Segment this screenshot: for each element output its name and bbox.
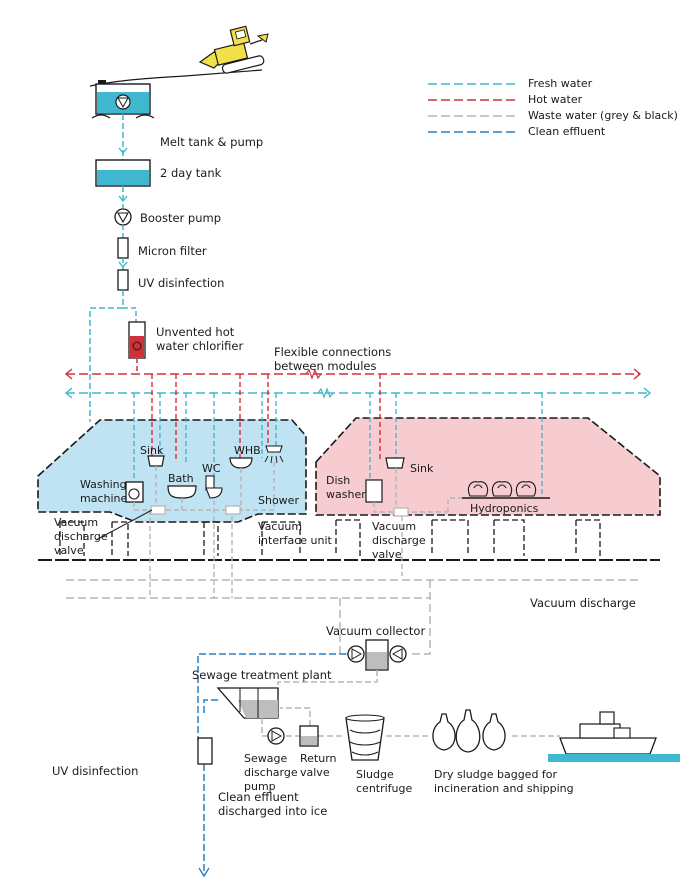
label-melt-tank: Melt tank & pump xyxy=(160,135,264,149)
fresh-water-feed-2 xyxy=(89,290,124,422)
label-sink-left: Sink xyxy=(140,444,164,457)
washing-machine-icon xyxy=(125,481,144,503)
uv-disinfection-top-icon xyxy=(117,269,129,291)
label-washing-machine: Washing machine xyxy=(80,478,128,505)
snow-surface xyxy=(89,69,263,87)
sludge-centrifuge-icon xyxy=(345,714,385,761)
vacuum-discharge-valve-left-icon xyxy=(150,505,166,515)
supply-branches xyxy=(133,374,543,498)
sink-left-icon xyxy=(147,455,165,467)
leader-vdv-left xyxy=(95,509,153,541)
legend-label-fresh-water: Fresh water xyxy=(528,77,593,90)
vacuum-discharge-main xyxy=(66,579,640,655)
clean-effluent-lines xyxy=(197,653,346,876)
label-vacuum-interface-unit: Vacuum interface unit xyxy=(258,520,332,547)
label-hydroponics: Hydroponics xyxy=(470,502,539,515)
sludge-bags-icon xyxy=(432,709,506,753)
module-left-supports xyxy=(59,521,301,556)
flexible-connection-hot xyxy=(305,368,322,380)
module-right xyxy=(315,417,661,516)
sink-right-icon xyxy=(385,457,405,469)
label-shower: Shower xyxy=(258,494,299,507)
two-day-tank-icon xyxy=(95,159,151,187)
module-right-supports xyxy=(335,519,601,556)
label-sink-right: Sink xyxy=(410,462,434,475)
label-two-day-tank: 2 day tank xyxy=(160,166,222,180)
module-left xyxy=(37,419,307,523)
label-vacuum-discharge-valve-left: Vacuum discharge valve xyxy=(54,516,108,557)
vacuum-discharge-valve-right-icon xyxy=(393,507,409,517)
flexible-connection-fresh xyxy=(317,387,334,399)
booster-pump-icon xyxy=(114,208,132,226)
label-vacuum-discharge: Vacuum discharge xyxy=(530,596,636,610)
melt-tank-icon xyxy=(91,80,155,119)
bulldozer-icon xyxy=(198,25,269,74)
label-flexible-connections: Flexible connections between modules xyxy=(274,345,392,373)
label-uv-disinfection-bottom: UV disinfection xyxy=(52,764,139,778)
return-valve-icon xyxy=(299,725,319,747)
label-sludge-centrifuge: Sludge centrifuge xyxy=(356,768,413,795)
vacuum-collector-icon xyxy=(347,639,407,671)
dish-washer-icon xyxy=(365,479,383,503)
ship-icon xyxy=(548,711,680,762)
waste-lines-right xyxy=(373,468,462,576)
label-dish-washer: Dish washer xyxy=(326,474,366,501)
sewage-discharge-pump-icon xyxy=(267,727,285,745)
label-sewage-treatment-plant: Sewage treatment plant xyxy=(192,668,332,682)
label-micron-filter: Micron filter xyxy=(138,244,207,258)
vacuum-interface-unit-icon xyxy=(225,505,241,515)
legend-label-clean-effluent: Clean effluent xyxy=(528,125,606,138)
waste-lines-left xyxy=(133,462,275,598)
label-wc: WC xyxy=(202,462,221,475)
label-vacuum-collector: Vacuum collector xyxy=(326,624,426,638)
label-booster-pump: Booster pump xyxy=(140,211,222,225)
label-bath: Bath xyxy=(168,472,194,485)
whb-icon xyxy=(229,457,253,469)
bath-icon xyxy=(167,485,197,499)
hydroponics-icon xyxy=(462,481,550,499)
uv-disinfection-bottom-icon xyxy=(197,737,213,765)
legend-label-waste-water: Waste water (grey & black) xyxy=(528,109,678,122)
label-dry-sludge: Dry sludge bagged for incineration and s… xyxy=(434,768,574,795)
label-vacuum-discharge-valve-right: Vacuum discharge valve xyxy=(372,520,426,561)
label-whb: WHB xyxy=(234,444,261,457)
label-chlorifier: Unvented hot water chlorifier xyxy=(156,325,244,353)
label-sewage-discharge-pump: Sewage discharge pump xyxy=(244,752,298,793)
micron-filter-icon xyxy=(117,237,129,259)
label-uv-disinfection-top: UV disinfection xyxy=(138,276,225,290)
shower-icon xyxy=(264,445,284,464)
label-clean-effluent-discharge: Clean effluent discharged into ice xyxy=(218,790,328,818)
sewage-treatment-plant-icon xyxy=(216,687,279,719)
legend xyxy=(428,83,518,133)
wc-icon xyxy=(205,475,223,499)
sludge-flow-lines xyxy=(261,707,560,737)
legend-label-hot-water: Hot water xyxy=(528,93,583,106)
chlorifier-icon xyxy=(128,321,146,359)
label-return-valve: Return valve xyxy=(300,752,337,779)
